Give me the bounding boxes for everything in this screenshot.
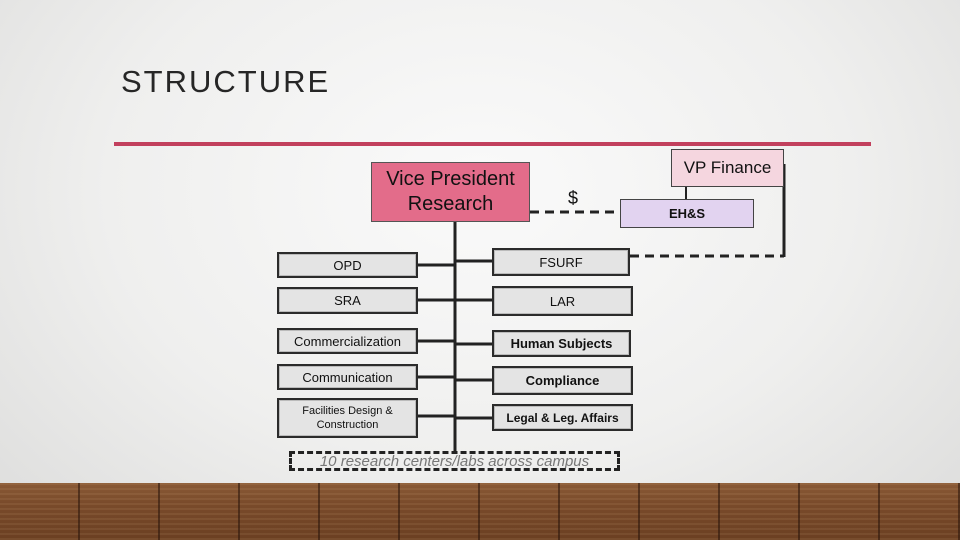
vp-finance-box: VP Finance bbox=[671, 149, 784, 187]
unit-label: Human Subjects bbox=[510, 336, 613, 351]
ehs-label: EH&S bbox=[668, 206, 706, 221]
unit-human-subjects: Human Subjects bbox=[492, 330, 631, 357]
unit-legal: Legal & Leg. Affairs bbox=[492, 404, 633, 431]
unit-communication: Communication bbox=[277, 364, 418, 390]
unit-sra: SRA bbox=[277, 287, 418, 314]
unit-label: Legal & Leg. Affairs bbox=[506, 410, 619, 425]
vp-research-label: Vice President Research bbox=[386, 168, 515, 215]
slide-title: STRUCTURE bbox=[121, 64, 331, 99]
research-centers-box: 10 research centers/labs across campus bbox=[289, 451, 620, 471]
unit-facilities: Facilities Design & Construction bbox=[277, 398, 418, 438]
unit-opd: OPD bbox=[277, 252, 418, 278]
unit-label: Compliance bbox=[525, 373, 600, 388]
unit-label: SRA bbox=[334, 293, 361, 308]
funding-symbol: $ bbox=[568, 188, 579, 208]
unit-label: OPD bbox=[333, 257, 362, 273]
title-underline bbox=[114, 142, 871, 146]
unit-label: FSURF bbox=[539, 254, 583, 270]
vp-finance-label: VP Finance bbox=[683, 158, 772, 177]
wood-floor-background bbox=[0, 483, 960, 540]
unit-label: Communication bbox=[302, 369, 393, 385]
unit-label: Commercialization bbox=[294, 333, 401, 349]
unit-compliance: Compliance bbox=[492, 366, 633, 395]
ehs-box: EH&S bbox=[620, 199, 754, 228]
unit-commercialization: Commercialization bbox=[277, 328, 418, 354]
unit-fsurf: FSURF bbox=[492, 248, 630, 276]
research-centers-label: 10 research centers/labs across campus bbox=[319, 453, 590, 470]
unit-label: Facilities Design & Construction bbox=[302, 405, 393, 431]
unit-label: LAR bbox=[549, 293, 576, 309]
vp-research-box: Vice President Research bbox=[371, 162, 530, 222]
unit-lar: LAR bbox=[492, 286, 633, 316]
